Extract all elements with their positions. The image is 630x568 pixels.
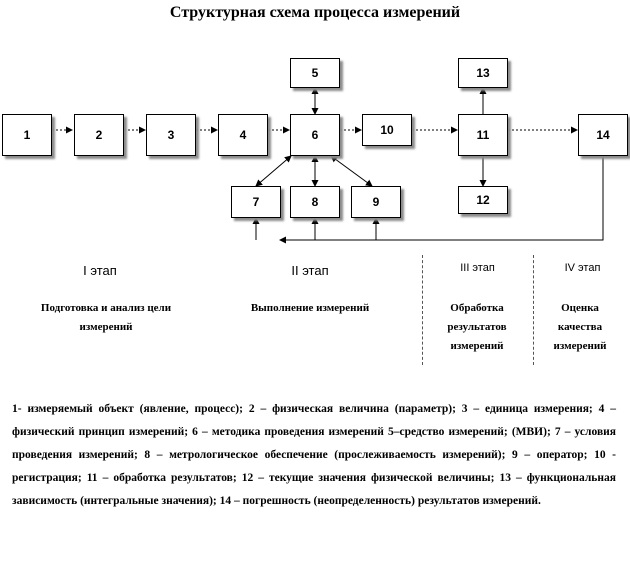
stage-1-description: Подготовка и анализ цели измерений — [40, 302, 172, 333]
stage-4-description: Оценка качества измерений — [553, 302, 607, 352]
box-4: 4 — [218, 114, 268, 156]
box-2: 2 — [74, 114, 124, 156]
stage-2-name: II этап — [291, 263, 329, 278]
box-8: 8 — [290, 186, 340, 218]
box-9: 9 — [351, 186, 401, 218]
stage-3-name: III этап — [460, 262, 495, 274]
arrow-6-9 — [330, 155, 373, 187]
stage-1-name: I этап — [83, 263, 117, 278]
box-7: 7 — [231, 186, 281, 218]
diagram-title: Структурная схема процесса измерений — [169, 4, 461, 21]
box-13: 13 — [458, 58, 508, 88]
box-3: 3 — [146, 114, 196, 156]
connector-layer — [52, 87, 604, 244]
box-1: 1 — [2, 114, 52, 156]
stage-separator — [422, 255, 423, 365]
stage-3-description: Обработка результатов измерений — [447, 302, 507, 352]
feedback-line-14 — [279, 156, 604, 244]
box-14: 14 — [578, 114, 628, 156]
box-12: 12 — [458, 186, 508, 214]
legend-text: 1- измеряемый объект (явление, процесс);… — [12, 403, 616, 507]
box-11: 11 — [458, 114, 508, 156]
box-6: 6 — [290, 114, 340, 156]
stage-2-description: Выполнение измерений — [250, 302, 370, 314]
arrow-6-7 — [255, 155, 292, 187]
stage-4-name: IV этап — [564, 262, 601, 274]
box-10: 10 — [362, 114, 412, 146]
box-5: 5 — [290, 58, 340, 88]
stage-separator — [533, 255, 534, 365]
